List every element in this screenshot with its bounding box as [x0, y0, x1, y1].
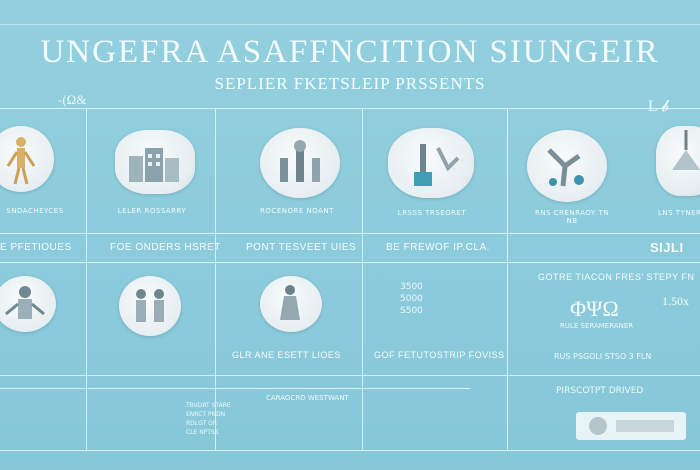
- row1-label-3: ROCENORE NOANT: [260, 207, 334, 215]
- section-label-5: SIJLI: [650, 240, 684, 255]
- column-divider-4: [507, 108, 508, 450]
- lab-circle: [388, 128, 474, 198]
- footer-note-2: ENRCT PNDN: [186, 411, 226, 418]
- group-circle: [119, 276, 181, 336]
- stat-caption: RULE SERAMERANER: [560, 322, 634, 330]
- right-heading: GOTRE TIACON FRES' STEPY FN: [538, 272, 695, 282]
- skeleton-icon: [6, 137, 36, 185]
- divider-row1-label: [0, 262, 700, 263]
- footer-center: CARAGCRO WESTWANT: [266, 394, 349, 402]
- stat-value-2: 5000: [400, 294, 423, 304]
- hanging-device-circle: [656, 126, 700, 196]
- row1-label-5: RNS CRENRAOY TN NB: [534, 209, 610, 225]
- worker-circle: [260, 276, 322, 332]
- page-title: UNGEFRA ASAFFNCITION SIUNGEIR: [40, 34, 660, 70]
- machine-icon: [589, 417, 674, 435]
- divider-bottom: [0, 450, 700, 451]
- scientist-icon: [5, 286, 45, 319]
- footer-note-4: CLE NPTSS: [186, 429, 219, 436]
- section-label-4: BE FREWOF IP.CLA.: [386, 242, 490, 253]
- device-icon: [672, 130, 700, 170]
- row1-label-1: SNDACHEYCES: [6, 207, 64, 215]
- corner-left-mark: -(Ω&: [58, 92, 87, 107]
- column-divider-2: [215, 108, 216, 450]
- tools-circle: [260, 128, 340, 198]
- footer-note-1: TBVDRT STARE: [186, 402, 231, 409]
- buildings-circle: [115, 130, 195, 194]
- footer-notes: TBVDRT STARE ENRCT PNDN RDLGT OR CLE NPT…: [186, 402, 256, 442]
- people-circle: [0, 276, 56, 332]
- row1-label-2: LELER ROSSARRY: [117, 207, 187, 215]
- row3-note: RUS PSGOLI STSO 3 FLN: [554, 352, 652, 361]
- divider-row1: [0, 233, 700, 234]
- section-label-2: FOE ONDERS HSRET: [110, 242, 221, 253]
- stat-value-1: 3500: [400, 282, 423, 292]
- column-divider-3: [362, 108, 363, 450]
- lab-equipment-icon: [414, 144, 460, 186]
- corner-right-mark: L 𝓫: [648, 98, 670, 115]
- worker-icon: [280, 285, 300, 320]
- row1-label-4: LRSSS TRSEORET: [397, 209, 467, 217]
- stat-block: 3500 5000 S500: [400, 282, 462, 322]
- stat-right: 1.50x: [662, 294, 689, 308]
- divider-row2b: [0, 388, 470, 389]
- equipment-card: [576, 412, 686, 440]
- page-subtitle: SEPLIER FKETSLEIP PRSSENTS: [214, 74, 486, 93]
- divider-row2: [0, 375, 700, 376]
- row2-label-2: GOF FETUTOSTRIP FOVISS: [374, 350, 505, 360]
- building-icon: [129, 148, 179, 182]
- stat-value-3: S500: [400, 306, 423, 316]
- team-icon: [136, 289, 164, 322]
- column-divider-1: [86, 108, 87, 450]
- footer-note-3: RDLGT OR: [186, 420, 218, 427]
- robotic-arm-circle: [527, 130, 607, 202]
- row1-label-6: LNS TYNERT: [658, 209, 700, 217]
- row2-label-1: GLR ANE ESETT LIOES: [232, 350, 341, 360]
- section-label-1: E PFETIOUES: [0, 242, 72, 253]
- stat-left: ΦΨΩ: [570, 296, 619, 321]
- divider-top: [0, 24, 700, 25]
- section-label-3: PONT TESVEET UIES: [246, 242, 357, 253]
- tool-icon: [280, 140, 320, 182]
- anatomy-circle: [0, 126, 54, 192]
- divider-header: [0, 108, 700, 109]
- robot-arm-icon: [547, 148, 584, 187]
- footer-right: PIRSCOTPT DRIVED: [556, 386, 644, 396]
